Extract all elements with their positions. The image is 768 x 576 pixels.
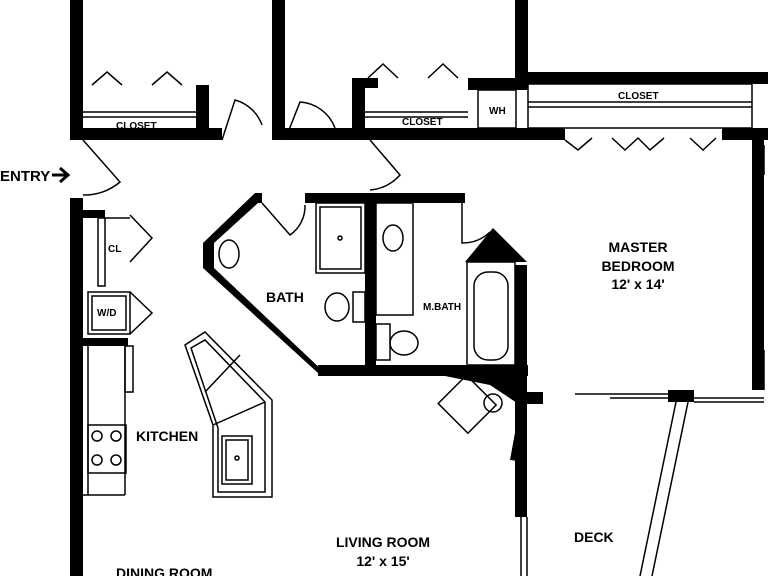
master-bedroom-label-1: MASTER	[608, 239, 667, 255]
bath-wall	[203, 193, 325, 373]
mbath-closet-wall	[465, 228, 527, 262]
living-room-size: 12' x 15'	[356, 553, 409, 569]
entry-label: ENTRY	[0, 168, 50, 185]
master-bath-label: M.BATH	[423, 302, 461, 313]
linen-closet-label: CL	[108, 244, 121, 255]
entry-arrow-icon	[52, 166, 71, 184]
living-room-label: LIVING ROOM	[336, 534, 430, 550]
closet-middle-label: CLOSET	[402, 117, 443, 128]
closet-left-label: CLOSET	[116, 121, 157, 132]
deck-label: DECK	[574, 529, 614, 545]
master-bedroom-size: 12' x 14'	[611, 276, 664, 292]
closet-right-label: CLOSET	[618, 91, 659, 102]
kitchen-label: KITCHEN	[136, 428, 198, 444]
bath-label: BATH	[266, 289, 304, 305]
fireplace-wall	[445, 376, 527, 462]
dining-room-label: DINING ROOM	[116, 565, 212, 576]
water-heater-label: WH	[489, 106, 506, 117]
walls	[70, 0, 768, 576]
fixtures	[82, 62, 765, 576]
master-bedroom-label-2: BEDROOM	[601, 258, 674, 274]
washer-dryer-label: W/D	[97, 308, 116, 319]
